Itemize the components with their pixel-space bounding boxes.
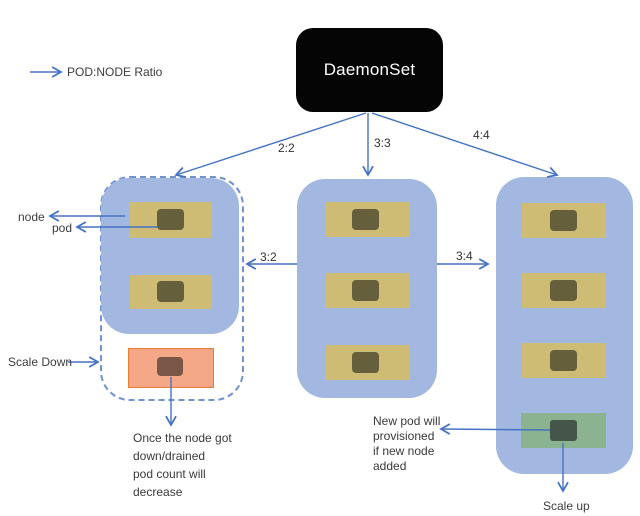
pod: [352, 209, 379, 230]
legend-label: POD:NODE Ratio: [67, 65, 163, 79]
scale-down-note: Once the node got down/drained pod count…: [133, 431, 232, 499]
pod: [550, 350, 577, 371]
pod: [157, 209, 184, 230]
pod: [157, 281, 184, 302]
pod: [352, 280, 379, 301]
pod: [352, 352, 379, 373]
removed-pod: [157, 357, 183, 376]
daemonset-box: DaemonSet: [296, 28, 443, 112]
scale-up-note: New pod will provisioned if new node add…: [373, 414, 441, 473]
ratio-label-2-2: 2:2: [278, 141, 295, 155]
ratio-label-4-4: 4:4: [473, 128, 490, 142]
ratio-label-3-3: 3:3: [374, 136, 391, 150]
ratio-label-3-4: 3:4: [456, 249, 473, 263]
scale-up-label: Scale up: [543, 499, 590, 513]
arrow-daemonset-to-cluster1: [174, 112, 367, 178]
ratio-label-3-2: 3:2: [260, 250, 277, 264]
new-pod: [550, 420, 577, 441]
pod: [550, 210, 577, 231]
pod-callout-label: pod: [52, 221, 73, 235]
pod: [550, 280, 577, 301]
daemonset-label: DaemonSet: [323, 60, 416, 79]
node-callout-label: node: [18, 210, 45, 224]
arrow-daemonset-to-cluster3: [371, 112, 559, 178]
scale-down-label: Scale Down: [8, 355, 73, 369]
